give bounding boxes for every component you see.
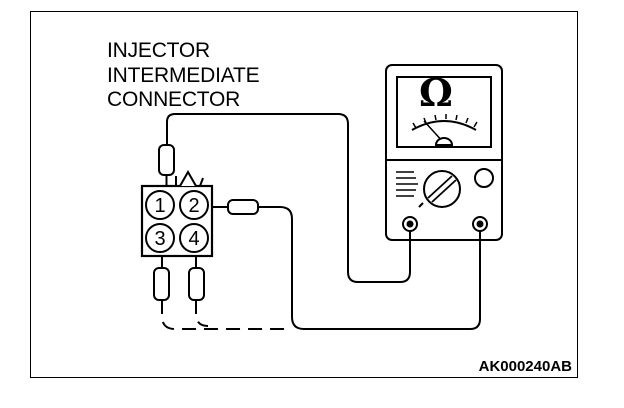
- pin-4-label: 4: [188, 228, 199, 250]
- ohm-symbol: Ω: [419, 70, 453, 115]
- connector-label-line-2: INTERMEDIATE: [107, 64, 260, 87]
- pin-1-label: 1: [154, 195, 165, 217]
- connector-pin-2: 2: [179, 190, 209, 220]
- connector-label-line-1: INJECTOR: [107, 39, 211, 62]
- injector-connector: 1 2 3 4: [140, 169, 214, 258]
- connector-pin-3: 3: [145, 223, 175, 253]
- pin-3-label: 3: [154, 228, 165, 250]
- figure-code: AK000240AB: [478, 358, 572, 375]
- ohmmeter: [385, 64, 503, 241]
- connector-pin-1: 1: [145, 190, 175, 220]
- pin-2-label: 2: [188, 195, 199, 217]
- diagram-frame: [30, 11, 578, 378]
- connector-pin-4: 4: [179, 223, 209, 253]
- test-leads: [161, 113, 481, 330]
- probes: [153, 144, 259, 301]
- connector-label-line-3: CONNECTOR: [107, 88, 241, 111]
